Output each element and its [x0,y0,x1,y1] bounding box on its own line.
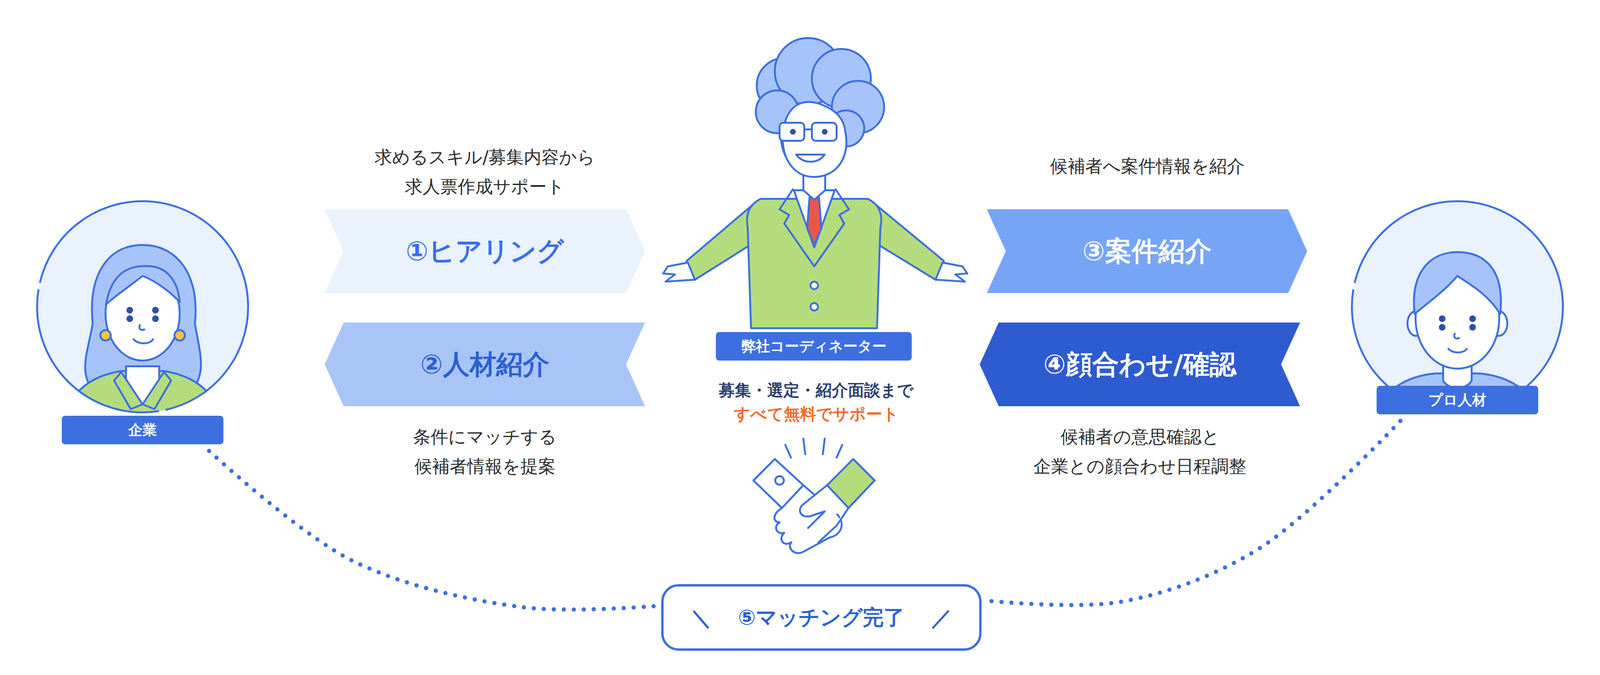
role-tag: プロ人材 [1376,385,1539,415]
step-title: ②人材紹介 [420,347,550,380]
eye [152,315,159,322]
tie [807,197,822,245]
mouth [796,154,825,162]
eye [1438,315,1446,322]
step-title: ③案件紹介 [1082,234,1212,267]
avatar-ground [1351,201,1563,413]
hand [935,262,968,282]
earring [100,329,111,341]
eye [152,306,159,314]
role-tag: 弊社コーディネーター [715,331,912,361]
chevron-band [324,322,646,406]
button [810,302,819,311]
company-circle: 企業 [35,199,250,414]
step-title: ④顔合わせ/確認 [1043,347,1237,380]
eye [126,306,134,314]
eye [790,128,796,135]
talent-circle: プロ人材 [1350,199,1565,414]
eye [1438,323,1446,331]
step-band: ②人材紹介条件にマッチする 候補者情報を提案 [324,322,646,406]
nose [1454,332,1460,339]
earring [174,329,185,341]
mouth [133,338,154,344]
glasses-bridge [804,128,812,131]
connector-layer [209,420,1401,609]
nose [139,324,145,330]
chevron-band [979,322,1301,406]
lapel [779,189,849,267]
circle-shape [1350,199,1565,414]
result-title: ⑤マッチング完了 [738,604,905,630]
avatar-ground [37,201,249,413]
free-note: 募集・選定・紹介面談まで [649,379,983,402]
deco-slash: ＼ [684,603,718,632]
step-caption: 求めるスキル/募集内容から 求人票作成サポート [351,142,618,202]
coordinator-figure: 弊社コーディネーター [653,42,975,362]
free-highlight: すべて無料でサポート [649,403,983,425]
role-tag: 企業 [61,415,224,444]
avatar-ring [1351,201,1563,413]
eye [821,128,828,135]
step-band: 候補者へ案件情報を紹介③案件紹介 [986,209,1308,293]
step-band: 求めるスキル/募集内容から 求人票作成サポート①ヒアリング [324,209,646,293]
button [810,281,819,290]
deco-slash: ／ [925,603,959,632]
person [1374,251,1541,424]
eye [1469,323,1476,331]
hair [1414,251,1502,314]
chevron-band [986,209,1308,293]
step-band: ④顔合わせ/確認候補者の意思確認と 企業との顔合わせ日程調整 [979,322,1301,406]
eye [1469,315,1476,322]
eye [126,315,134,322]
step-caption: 条件にマッチする 候補者情報を提案 [361,422,609,482]
mouth [1447,347,1468,353]
dotted-connector [988,420,1401,605]
bangs [106,265,180,305]
hand [663,262,695,282]
chevron-band [324,209,646,293]
coordinator [663,38,968,328]
collar [114,371,172,409]
glasses [779,122,805,141]
step-title: ①ヒアリング [405,234,564,267]
glasses [811,122,837,141]
figure-shape [653,42,975,362]
step-caption: 候補者の意思確認と 企業との顔合わせ日程調整 [1006,422,1273,482]
step-caption: 候補者へ案件情報を紹介 [1013,151,1281,182]
avatar-ring [37,201,249,413]
handshake-illustration [753,438,875,553]
circle-shape [35,199,250,414]
result-outline [662,585,981,650]
